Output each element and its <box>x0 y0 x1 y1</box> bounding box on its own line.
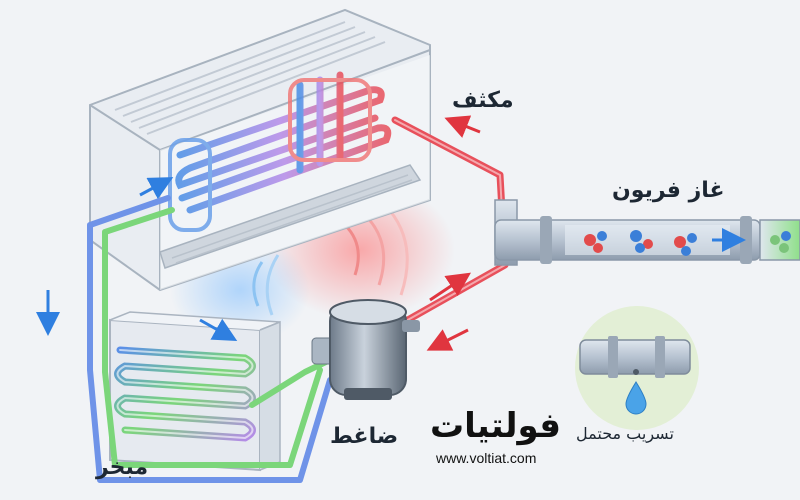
cold-line-inner <box>102 207 323 468</box>
freon-molecule-icon <box>584 230 791 256</box>
compressor-icon <box>311 299 420 400</box>
compressor-label: ضاغط <box>330 424 399 449</box>
condenser-label: مكثف <box>452 88 514 113</box>
freon-pipe <box>494 199 800 266</box>
flow-arrow-icon <box>139 177 174 200</box>
cold-line-outer <box>87 195 333 483</box>
air-louvers <box>171 174 413 264</box>
flow-arrow-icon <box>444 115 481 138</box>
water-drop-icon <box>625 381 647 415</box>
flow-arrow-icon <box>429 272 471 302</box>
freon-gas-label: غاز فريون <box>612 178 725 203</box>
air-inlet-grille <box>114 21 386 135</box>
evaporator-unit <box>109 311 281 472</box>
potential-leak-label: تسريب محتمل <box>576 424 674 443</box>
website-url: www.voltiat.com <box>436 450 537 466</box>
flow-arrow-icon <box>199 318 238 341</box>
flow-arrows <box>36 115 481 351</box>
evaporator-label: مبخر <box>96 455 149 480</box>
brand-logo-text: فولتيات <box>430 406 562 446</box>
leak-badge <box>575 306 699 430</box>
condenser-coil <box>168 71 392 232</box>
flow-arrow-icon <box>426 328 469 351</box>
